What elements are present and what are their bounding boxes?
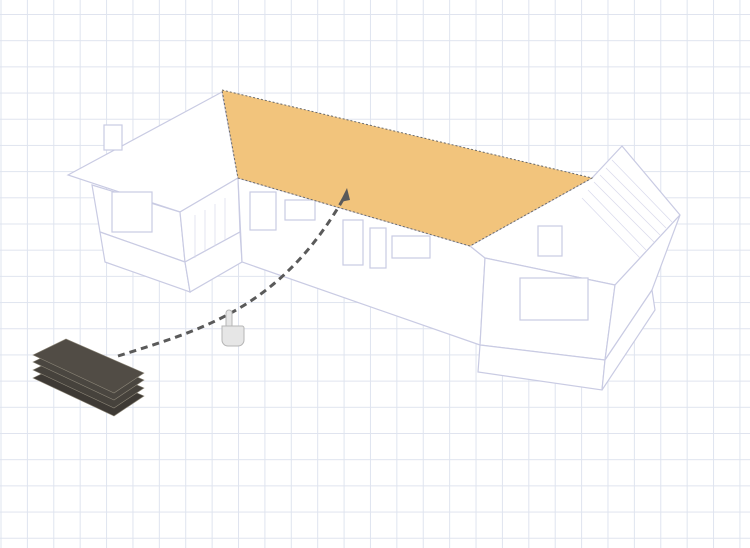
window (249, 191, 277, 231)
shingle-stack-icon[interactable] (32, 338, 145, 417)
window (537, 225, 563, 257)
window (284, 199, 316, 221)
pointing-hand-icon (221, 309, 245, 347)
door (369, 227, 387, 269)
door (342, 219, 364, 266)
roof-face-selected[interactable] (221, 89, 594, 247)
arrow-head-icon (340, 188, 350, 202)
porch-opening (111, 191, 153, 233)
window (519, 277, 589, 321)
roof-hatching (194, 159, 673, 259)
chimney (103, 124, 123, 151)
window (391, 235, 431, 259)
